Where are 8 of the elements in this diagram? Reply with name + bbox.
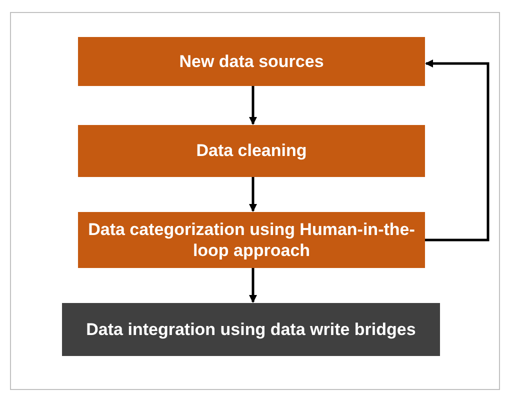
arrow (425, 60, 490, 242)
arrow (249, 86, 257, 125)
output-box: Data integration using data write bridges (62, 303, 440, 356)
process-box: Data cleaning (78, 125, 425, 177)
arrow (249, 177, 257, 212)
process-box: Data categorization using Human-in-the-loop approach (78, 212, 425, 268)
process-box: New data sources (78, 37, 425, 86)
arrow (249, 268, 257, 303)
